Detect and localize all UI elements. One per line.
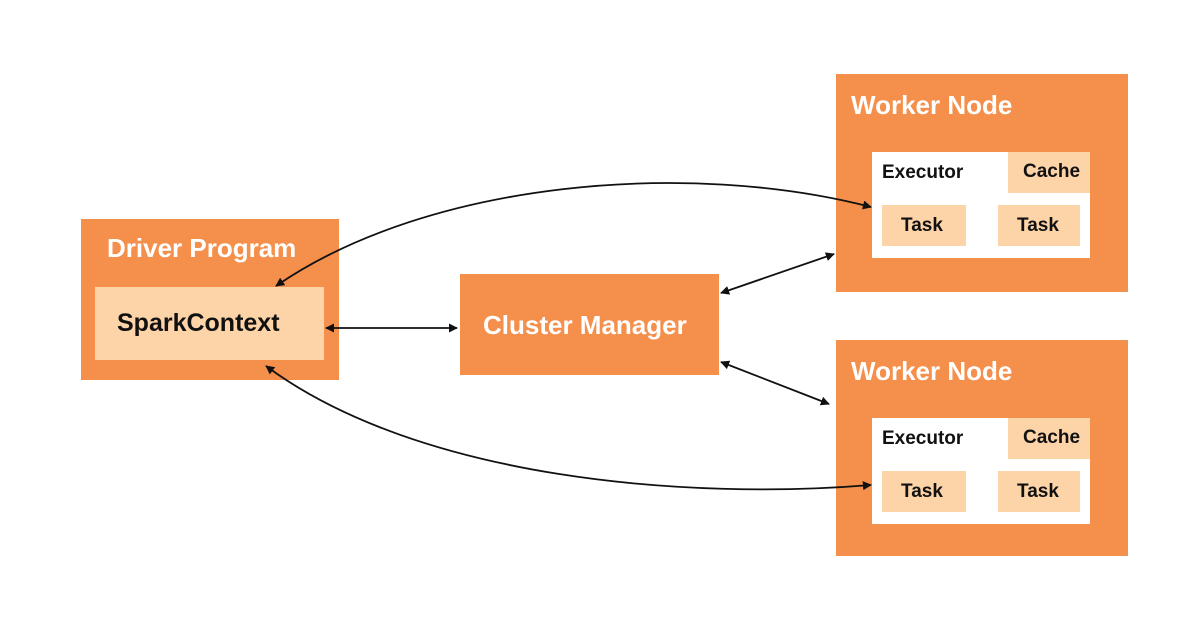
- task-label: Task: [901, 215, 943, 236]
- task-label: Task: [1017, 215, 1059, 236]
- spark-context-box: SparkContext: [95, 287, 324, 360]
- task-box: Task: [998, 205, 1080, 246]
- worker-node-title: Worker Node: [851, 90, 1013, 120]
- arrow-cluster-manager-worker-1: [720, 252, 835, 295]
- worker-node-box: Worker Node Executor Cache Task Task: [836, 340, 1128, 556]
- task-box: Task: [882, 471, 966, 512]
- task-box: Task: [998, 471, 1080, 512]
- task-label: Task: [1017, 481, 1059, 502]
- task-box: Task: [882, 205, 966, 246]
- cluster-manager-label: Cluster Manager: [483, 310, 687, 340]
- cache-box: Cache: [1008, 418, 1090, 459]
- worker-node-title: Worker Node: [851, 356, 1013, 386]
- cache-label: Cache: [1023, 161, 1081, 182]
- cluster-manager-box: Cluster Manager: [460, 274, 719, 375]
- cache-box: Cache: [1008, 152, 1090, 193]
- executor-box: Executor Cache Task Task: [872, 152, 1090, 258]
- arrow-executor-1-sparkcontext: [275, 182, 872, 287]
- executor-box: Executor Cache Task Task: [872, 418, 1090, 524]
- cache-label: Cache: [1023, 427, 1081, 448]
- arrow-cluster-manager-worker-2: [720, 360, 830, 406]
- spark-context-label: SparkContext: [117, 309, 280, 337]
- task-label: Task: [901, 481, 943, 502]
- driver-program-title: Driver Program: [107, 233, 297, 263]
- worker-node-box: Worker Node Executor Cache Task Task: [836, 74, 1128, 292]
- executor-label: Executor: [882, 428, 964, 449]
- arrow-executor-2-sparkcontext: [265, 365, 872, 491]
- executor-label: Executor: [882, 162, 964, 183]
- driver-program-box: Driver Program SparkContext: [81, 219, 339, 380]
